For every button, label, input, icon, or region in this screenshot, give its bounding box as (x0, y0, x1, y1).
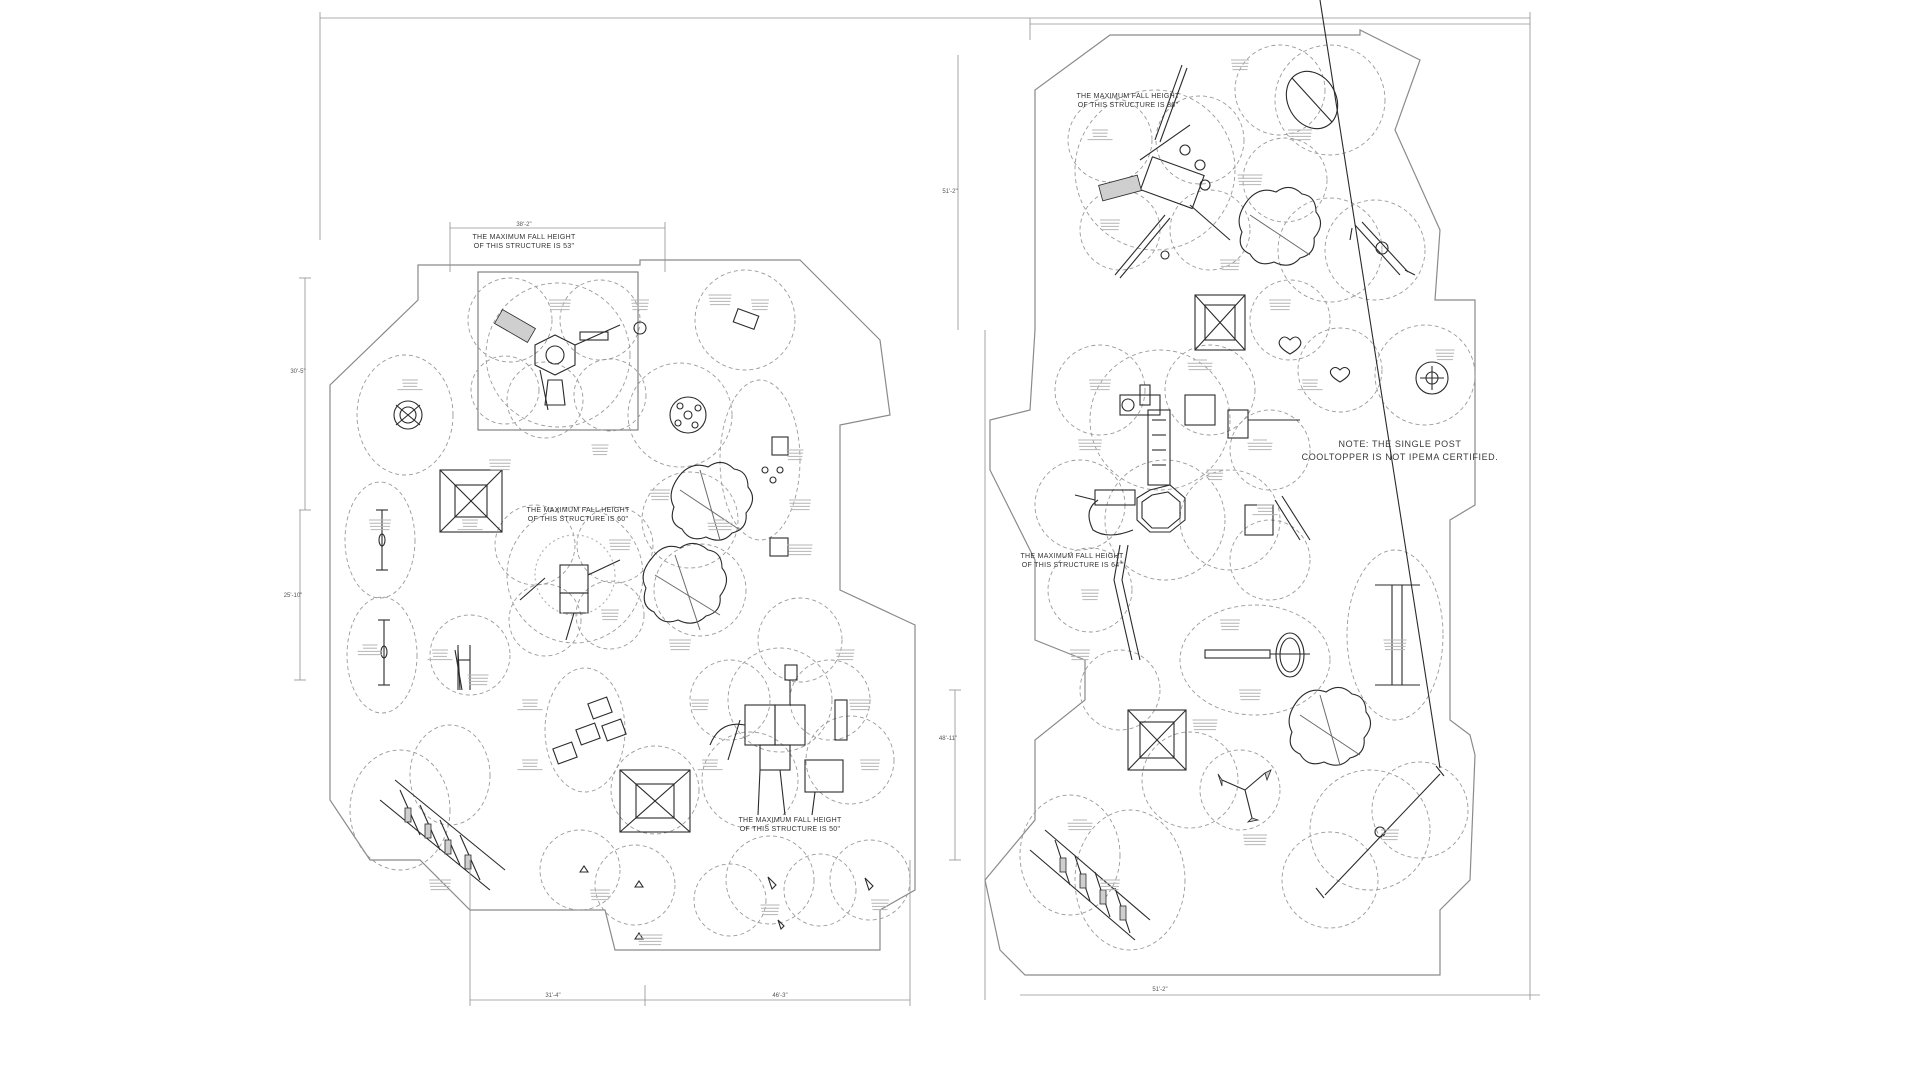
left-dimensions (294, 277, 961, 1006)
left-springer-1 (376, 509, 388, 571)
right-plan-boundary (984, 29, 1476, 976)
left-fall-note-2-line2: OF THIS STRUCTURE IS 60" (528, 516, 629, 523)
right-round-spinner (1415, 361, 1449, 395)
left-dim-left-upper: 30'-5" (290, 369, 305, 375)
left-dim-right-side: 48'-11" (939, 736, 957, 742)
right-fall-note-1-line2: OF THIS STRUCTURE IS 86" (1078, 102, 1179, 109)
left-swing-set (379, 779, 506, 891)
left-activity-panels (761, 436, 789, 557)
left-stepping-pods (552, 696, 627, 765)
right-fall-note-2-line2: OF THIS STRUCTURE IS 64" (1022, 562, 1123, 569)
right-swing-set (1029, 829, 1151, 941)
right-seesaw (1349, 221, 1416, 276)
right-tree-1 (1238, 186, 1322, 266)
right-heart-1 (1278, 336, 1302, 355)
right-central-play-structure (1074, 384, 1311, 661)
left-plan-boundary (329, 259, 916, 951)
right-use-zones (1019, 44, 1476, 951)
right-cooltopper-note-line2: COOLTOPPER IS NOT IPEMA CERTIFIED. (1302, 452, 1499, 462)
right-bottom-seesaw (1315, 0, 1445, 899)
left-dim-bottom-left: 31'-4" (545, 993, 560, 999)
right-fall-note-1-line1: THE MAXIMUM FALL HEIGHT (1076, 93, 1180, 100)
right-site-plan: THE MAXIMUM FALL HEIGHT OF THIS STRUCTUR… (942, 0, 1498, 993)
left-fall-note-3-line1: THE MAXIMUM FALL HEIGHT (738, 817, 842, 824)
left-tree-1 (670, 461, 754, 541)
overall-dimension-lines (319, 12, 1540, 1000)
left-shade-pyramid-2 (619, 769, 691, 833)
left-site-plan: THE MAXIMUM FALL HEIGHT OF THIS STRUCTUR… (284, 222, 961, 1006)
right-shade-pyramid-2 (1127, 709, 1187, 771)
right-equipment (1029, 0, 1449, 941)
left-tree-2 (642, 542, 728, 631)
right-dim-left-upper: 51'-2" (942, 189, 957, 195)
right-top-play-structure (1098, 64, 1231, 279)
left-dim-left-lower: 25'-10" (284, 593, 303, 599)
left-equipment (376, 307, 874, 940)
left-fall-note-1-line1: THE MAXIMUM FALL HEIGHT (472, 234, 576, 241)
right-three-arm-spinner (1217, 769, 1272, 823)
left-rocker (732, 307, 760, 331)
right-cooltopper-note-line1: NOTE: THE SINGLE POST (1339, 439, 1462, 449)
left-large-play-structure (709, 664, 848, 816)
right-heart-2 (1329, 366, 1351, 383)
right-tree-2 (1288, 686, 1372, 766)
right-climbing-frame (1204, 632, 1310, 678)
left-top-play-structure (493, 309, 647, 411)
right-fall-note-2-line1: THE MAXIMUM FALL HEIGHT (1020, 553, 1124, 560)
left-springer-2 (378, 619, 390, 686)
left-sphere-climber (393, 400, 423, 430)
left-seat-climber (457, 649, 461, 691)
right-oval-spinner (1285, 70, 1339, 130)
right-tall-swing (1375, 584, 1420, 686)
right-dim-bottom: 51'-2" (1152, 987, 1167, 993)
left-spinner (669, 396, 707, 434)
left-use-zones (344, 269, 911, 937)
left-dim-bottom-right: 46'-3" (772, 993, 787, 999)
left-fall-note-1-line2: OF THIS STRUCTURE IS 53" (474, 243, 575, 250)
left-top-structure-zone (477, 271, 639, 431)
left-fall-note-3-line2: OF THIS STRUCTURE IS 50" (740, 826, 841, 833)
left-shade-pyramid-1 (439, 469, 503, 533)
annotation-callout-marks (357, 59, 1455, 946)
right-shade-pyramid-1 (1194, 294, 1246, 351)
left-fall-note-2-line1: THE MAXIMUM FALL HEIGHT (526, 507, 630, 514)
left-middle-play-structure (519, 534, 621, 641)
left-dim-top-structure: 38'-2" (516, 222, 531, 228)
left-bottom-spinners (578, 865, 874, 940)
